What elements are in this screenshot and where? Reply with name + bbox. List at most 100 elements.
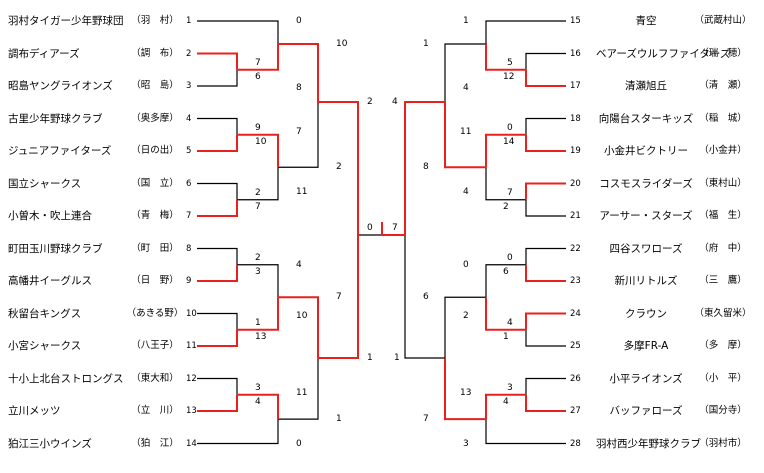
score-label: 3 [255,267,261,277]
score-label: 7 [336,292,342,303]
team-area: （八王子） [131,340,179,351]
bracket-line [485,419,566,445]
bracket-line [278,296,319,359]
bracket-line [525,182,566,200]
bracket-line [197,419,279,445]
team-area: （東久留米） [694,307,752,319]
team-name: ベアーズウルフファイターズ [596,47,731,60]
score-label: 2 [255,252,261,263]
team-name: ジュニアファイターズ [8,145,112,157]
team-area: （狛 江） [131,437,179,449]
team-name: 狛江三小ウインズ [8,437,92,450]
score-label: 6 [423,292,429,303]
score-label: 1 [423,39,429,49]
team-seed: 19 [570,146,581,156]
bracket-line [381,222,405,236]
bracket-line [237,44,279,71]
team-area: （町 田） [131,242,179,254]
bracket-line [525,134,566,152]
bracket-line [404,235,445,359]
team-area: （羽村市） [699,437,747,449]
score-label: 2 [255,187,261,198]
score-label: 0 [507,252,513,263]
bracket-line [525,329,566,347]
team-area: （青 梅） [131,210,179,221]
bracket-line [197,377,238,395]
bracket-line [237,167,279,201]
score-label: 5 [507,57,513,68]
team-name: 向陽台スターキッズ [598,112,694,125]
team-area: （東大和） [131,372,179,384]
team-name: 新川リトルズ [614,275,678,287]
score-label: 10 [336,39,348,49]
bracket-line [278,43,319,102]
bracket-line [197,20,279,44]
team-seed: 6 [186,178,192,189]
score-label: 0 [296,16,302,26]
score-label: 7 [255,202,261,212]
team-seed: 3 [186,81,192,91]
score-label: 10 [296,310,308,321]
team-name: バッファローズ [609,405,683,417]
bracket-line [197,264,238,282]
team-area: （瑞 穂） [699,47,747,59]
bracket-line [197,52,238,70]
team-area: （福 生） [699,210,747,221]
bracket-line [525,312,566,330]
bracket-line [278,358,319,420]
team-area: （東村山） [699,177,747,189]
team-name: 調布ディアーズ [8,47,80,60]
score-label: 6 [503,267,509,277]
score-label: 7 [255,57,261,68]
bracket-line [404,101,445,235]
team-area: （羽 村） [131,15,179,26]
bracket-line [485,44,526,71]
score-label: 4 [296,259,302,270]
bracket-line [318,235,359,359]
score-label: 2 [367,97,373,107]
score-label: 0 [507,122,513,133]
team-area: （昭 島） [131,80,179,91]
bracket-line [197,394,238,412]
score-label: 13 [255,332,267,342]
team-seed: 27 [570,406,581,416]
score-label: 11 [460,126,472,137]
score-label: 3 [507,382,513,393]
team-name: 高幡井イーグルス [8,275,92,287]
bracket-line [278,102,319,168]
team-seed: 9 [186,276,192,286]
score-label: 1 [503,332,509,342]
bracket-line [237,264,279,298]
team-name: 清瀬旭丘 [625,80,667,92]
team-seed: 2 [186,48,192,59]
score-label: 4 [255,397,261,407]
team-name: 立川メッツ [8,405,61,417]
bracket-line [444,102,486,169]
bracket-line [525,377,566,395]
bracket-line [197,182,238,200]
team-area: （小 平） [699,372,747,384]
score-label: 4 [507,317,513,328]
team-area: （あきる野） [126,307,184,319]
bracket-line [525,69,566,87]
team-seed: 12 [186,373,197,384]
score-label: 0 [296,438,302,449]
score-label: 8 [423,162,429,173]
bracket-line [237,393,279,420]
team-name: 羽村西少年野球クラブ [596,437,701,450]
team-name: 多摩FR-A [623,340,669,352]
score-label: 12 [503,72,515,82]
score-label: 1 [367,353,373,363]
score-label: 7 [423,414,429,425]
team-area: （稲 城） [699,112,747,124]
bracket-line [485,20,566,44]
team-seed: 20 [570,178,581,189]
team-area: （清 瀬） [699,80,747,91]
team-name: 青空 [635,15,657,27]
score-label: 8 [296,82,302,93]
score-label: 7 [392,223,398,233]
team-name: 小平ライオンズ [609,372,683,385]
team-name: 十小上北台ストロングス [8,372,124,385]
team-name: アーサー・スターズ [599,210,693,222]
